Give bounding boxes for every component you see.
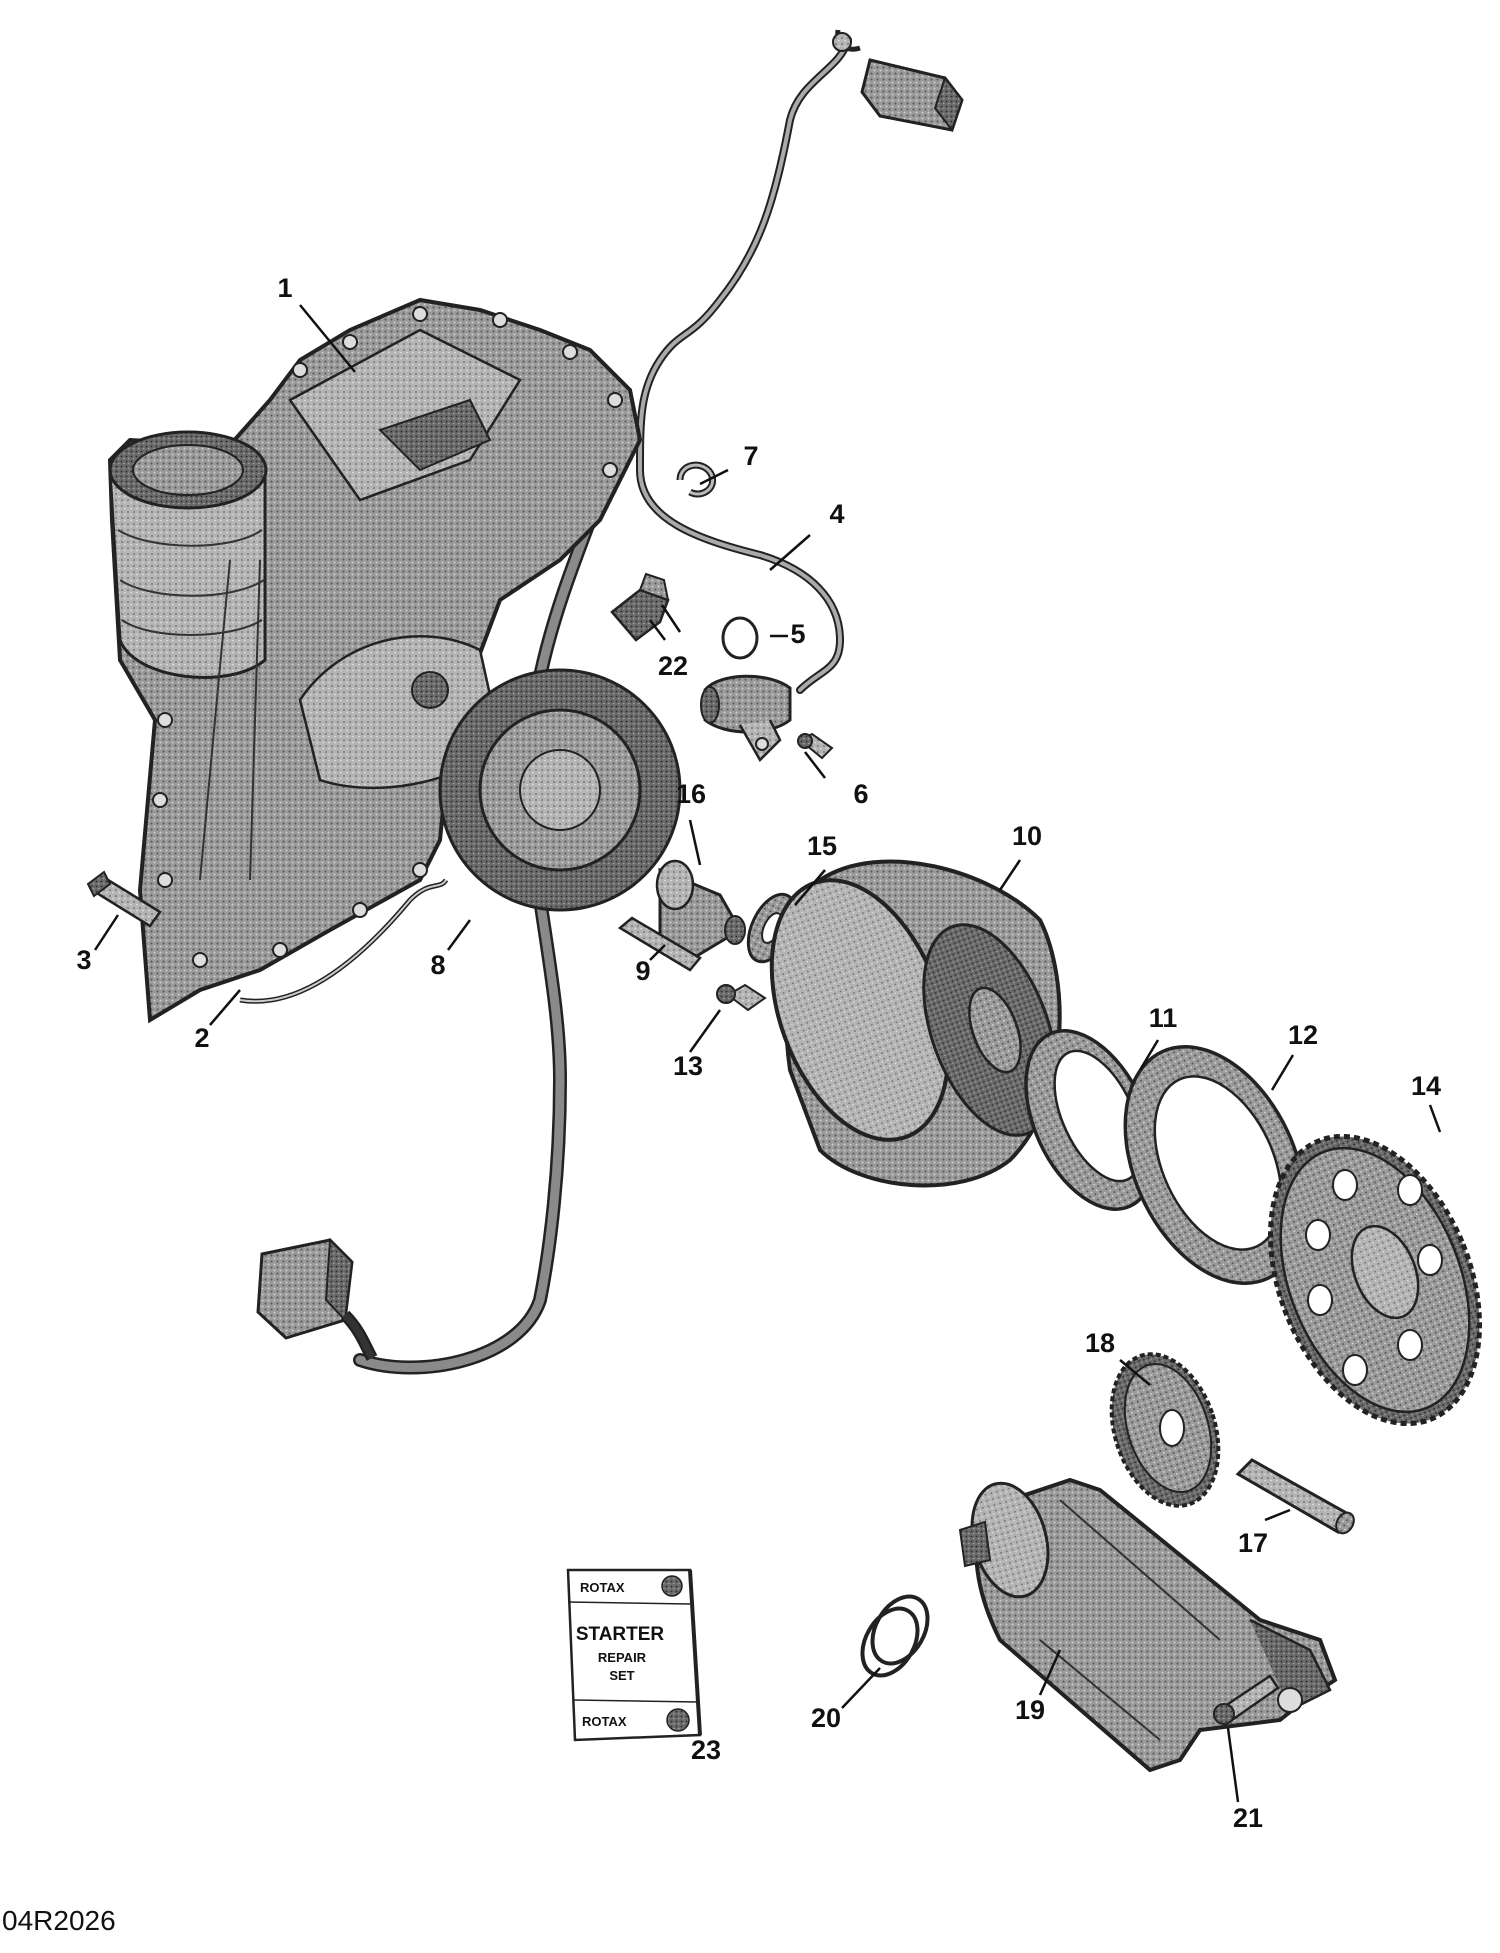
callout-12: 12 <box>1288 1020 1318 1050</box>
flywheel-rotor <box>769 859 1062 1188</box>
sprag-clutch-ring <box>1024 1029 1156 1211</box>
magneto-cover <box>107 297 682 1024</box>
starter-o-rings <box>860 1594 930 1678</box>
kit-subtitle-2: SET <box>609 1668 634 1683</box>
callout-14: 14 <box>1411 1071 1441 1101</box>
callout-23: 23 <box>691 1735 721 1765</box>
clutch-plate <box>1123 1045 1307 1285</box>
callout-6: 6 <box>853 779 868 809</box>
starter-screw <box>1213 1674 1280 1725</box>
stator <box>438 668 682 912</box>
callout-5: 5 <box>790 619 805 649</box>
callout-3: 3 <box>76 945 91 975</box>
callout-4: 4 <box>829 499 844 529</box>
woodruff-key <box>617 916 702 972</box>
callout-9: 9 <box>635 956 650 986</box>
rotax-logo-top <box>661 1575 683 1597</box>
callout-20: 20 <box>811 1703 841 1733</box>
callout-10: 10 <box>1012 821 1042 851</box>
figure-code: 04R2026 <box>2 1905 116 1936</box>
callout-2: 2 <box>194 1023 209 1053</box>
callout-8: 8 <box>430 950 445 980</box>
callout-16: 16 <box>676 779 706 809</box>
gear-shaft <box>1235 1458 1355 1535</box>
callout-21: 21 <box>1233 1803 1263 1833</box>
flywheel-screw <box>716 983 767 1012</box>
callout-17: 17 <box>1238 1528 1268 1558</box>
callout-19: 19 <box>1015 1695 1045 1725</box>
rotax-logo-bottom <box>666 1708 690 1732</box>
kit-brand-top: ROTAX <box>580 1580 625 1595</box>
callouts: 1 2 3 4 5 6 7 8 9 10 11 12 13 14 15 16 1… <box>76 273 1441 1833</box>
o-ring <box>721 616 759 660</box>
starter-motor <box>958 1477 1338 1773</box>
intermediate-gear <box>1109 1352 1221 1508</box>
kit-brand-bottom: ROTAX <box>582 1714 627 1729</box>
bottom-connector <box>256 1237 378 1361</box>
cover-bolt <box>86 870 162 928</box>
position-sensor <box>700 674 792 763</box>
callout-18: 18 <box>1085 1328 1115 1358</box>
kit-title: STARTER <box>576 1624 665 1645</box>
sensor-screw <box>797 732 834 760</box>
top-connector <box>832 29 964 133</box>
callout-22: 22 <box>658 651 688 681</box>
starter-ring-gear <box>1268 1133 1482 1427</box>
callout-11: 11 <box>1149 1003 1178 1033</box>
temperature-sensor <box>610 572 670 642</box>
callout-7: 7 <box>743 441 758 471</box>
leader-lines <box>93 304 1442 1803</box>
callout-15: 15 <box>807 831 837 861</box>
callout-13: 13 <box>673 1051 703 1081</box>
callout-1: 1 <box>277 273 292 303</box>
cable-clamp <box>676 461 717 498</box>
starter-repair-set-card: ROTAX STARTER REPAIR SET ROTAX <box>566 1568 702 1742</box>
kit-subtitle-1: REPAIR <box>598 1650 647 1665</box>
